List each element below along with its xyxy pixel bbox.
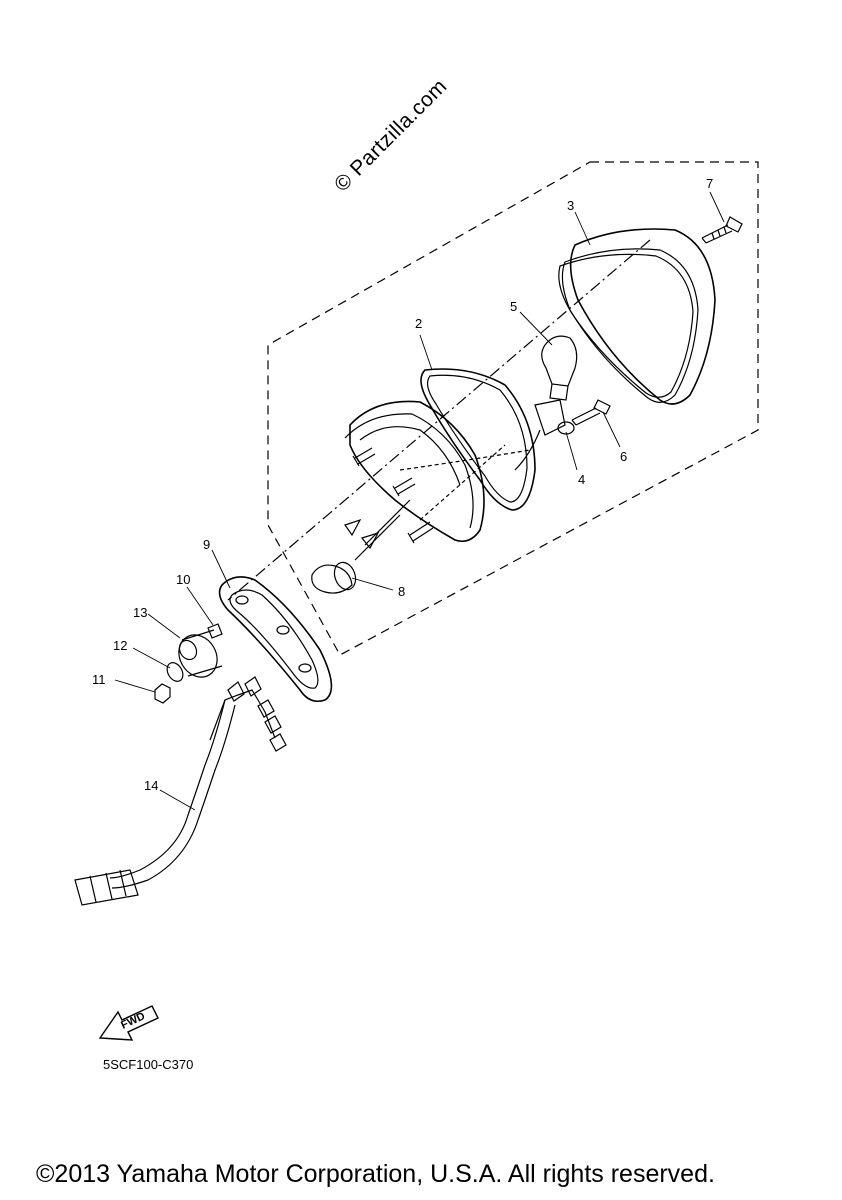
callout-8: 8 [398, 584, 405, 599]
fwd-label: FWD [119, 1010, 147, 1031]
bulb-part [541, 335, 578, 401]
lamp-housing [344, 400, 531, 543]
callout-9: 9 [203, 537, 210, 552]
bracket-plate-part [218, 576, 333, 703]
callout-11: 11 [92, 672, 106, 687]
screw-part-7 [701, 216, 743, 244]
wire-harness-part [74, 676, 287, 906]
callout-6: 6 [620, 449, 627, 464]
forward-direction-arrow [98, 1005, 159, 1041]
callout-2: 2 [415, 316, 422, 331]
wire-connectors [344, 499, 411, 561]
callout-4: 4 [578, 472, 585, 487]
assembly-boundary [267, 161, 759, 656]
mounting-studs [352, 447, 434, 544]
callout-7: 7 [706, 176, 713, 191]
callout-12: 12 [113, 638, 127, 653]
assembly-axis-line [227, 239, 651, 601]
diagram-id: 5SCF100-C370 [103, 1057, 194, 1072]
damper-part [178, 629, 223, 678]
callout-13: 13 [133, 605, 147, 620]
washer-part [166, 662, 184, 682]
callout-14: 14 [144, 778, 158, 793]
callout-3: 3 [567, 198, 574, 213]
spacer-part [207, 623, 223, 639]
copyright-notice: ©2013 Yamaha Motor Corporation, U.S.A. A… [36, 1160, 715, 1188]
callout-10: 10 [176, 572, 190, 587]
screw-part-6 [571, 399, 611, 426]
callout-5: 5 [510, 299, 517, 314]
callout-leaders [114, 191, 725, 811]
grommet-part [311, 561, 357, 594]
gasket-part [420, 368, 536, 511]
nut-part [154, 683, 171, 704]
socket-part [514, 399, 575, 471]
lens-part [558, 228, 716, 405]
